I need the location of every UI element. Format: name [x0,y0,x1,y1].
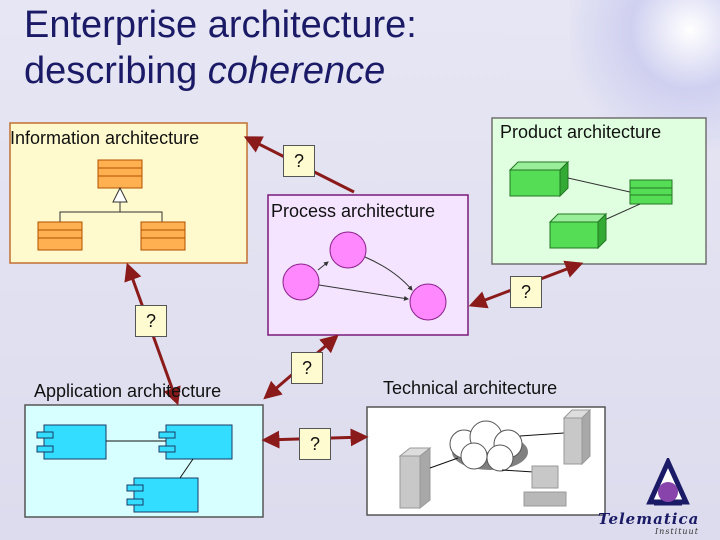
app-component-1 [36,424,107,460]
tech-link-2 [519,432,565,437]
title-line-2: describing coherence [24,48,417,94]
question-info-process: ? [283,145,315,177]
process-node-2 [282,263,320,301]
app-component-3 [126,477,199,513]
server-tower-left [398,446,432,510]
page-title: Enterprise architecture: describing cohe… [24,2,417,94]
technical-infrastructure [398,408,592,510]
product-link-2 [599,203,641,223]
process-flow [282,231,447,321]
question-process-application: ? [291,352,323,384]
server-tower-right [562,408,592,466]
process-flow-1 [317,261,329,271]
product-block-2 [629,179,673,205]
question-application-technical: ? [299,428,331,460]
network-cloud [449,420,528,472]
title-line-1: Enterprise architecture: [24,4,417,46]
logo-subtitle: Instituut [655,527,699,536]
technical-architecture-label: Technical architecture [383,378,558,398]
product-link-1 [567,177,631,193]
app-link-2 [179,458,194,479]
class-box-top [97,159,143,189]
app-component-2 [158,424,233,460]
information-architecture-label: Information architecture [10,128,200,148]
product-architecture-label: Product architecture [500,122,662,142]
logo-wordmark: Telematica [598,510,700,528]
title-emphasis: coherence [207,50,386,92]
product-components [508,160,673,250]
inheritance-lines [59,211,163,222]
application-components [36,424,233,513]
process-node-1 [329,231,367,269]
title-line-2-prefix: describing [24,50,208,92]
question-process-product: ? [510,276,542,308]
workstation [523,465,567,507]
product-block-1 [508,160,570,198]
application-architecture-label: Application architecture [34,381,222,401]
product-block-3 [548,212,608,250]
tech-link-3 [501,469,535,473]
process-flow-3 [318,284,409,301]
process-flow-2 [364,256,413,291]
process-node-3 [409,283,447,321]
class-box-left [37,221,83,251]
class-box-right [140,221,186,251]
class-diagram [37,159,186,251]
question-info-application: ? [135,305,167,337]
tech-link-1 [429,457,459,469]
process-architecture-label: Process architecture [271,201,436,221]
telematica-logo-icon [646,458,690,506]
